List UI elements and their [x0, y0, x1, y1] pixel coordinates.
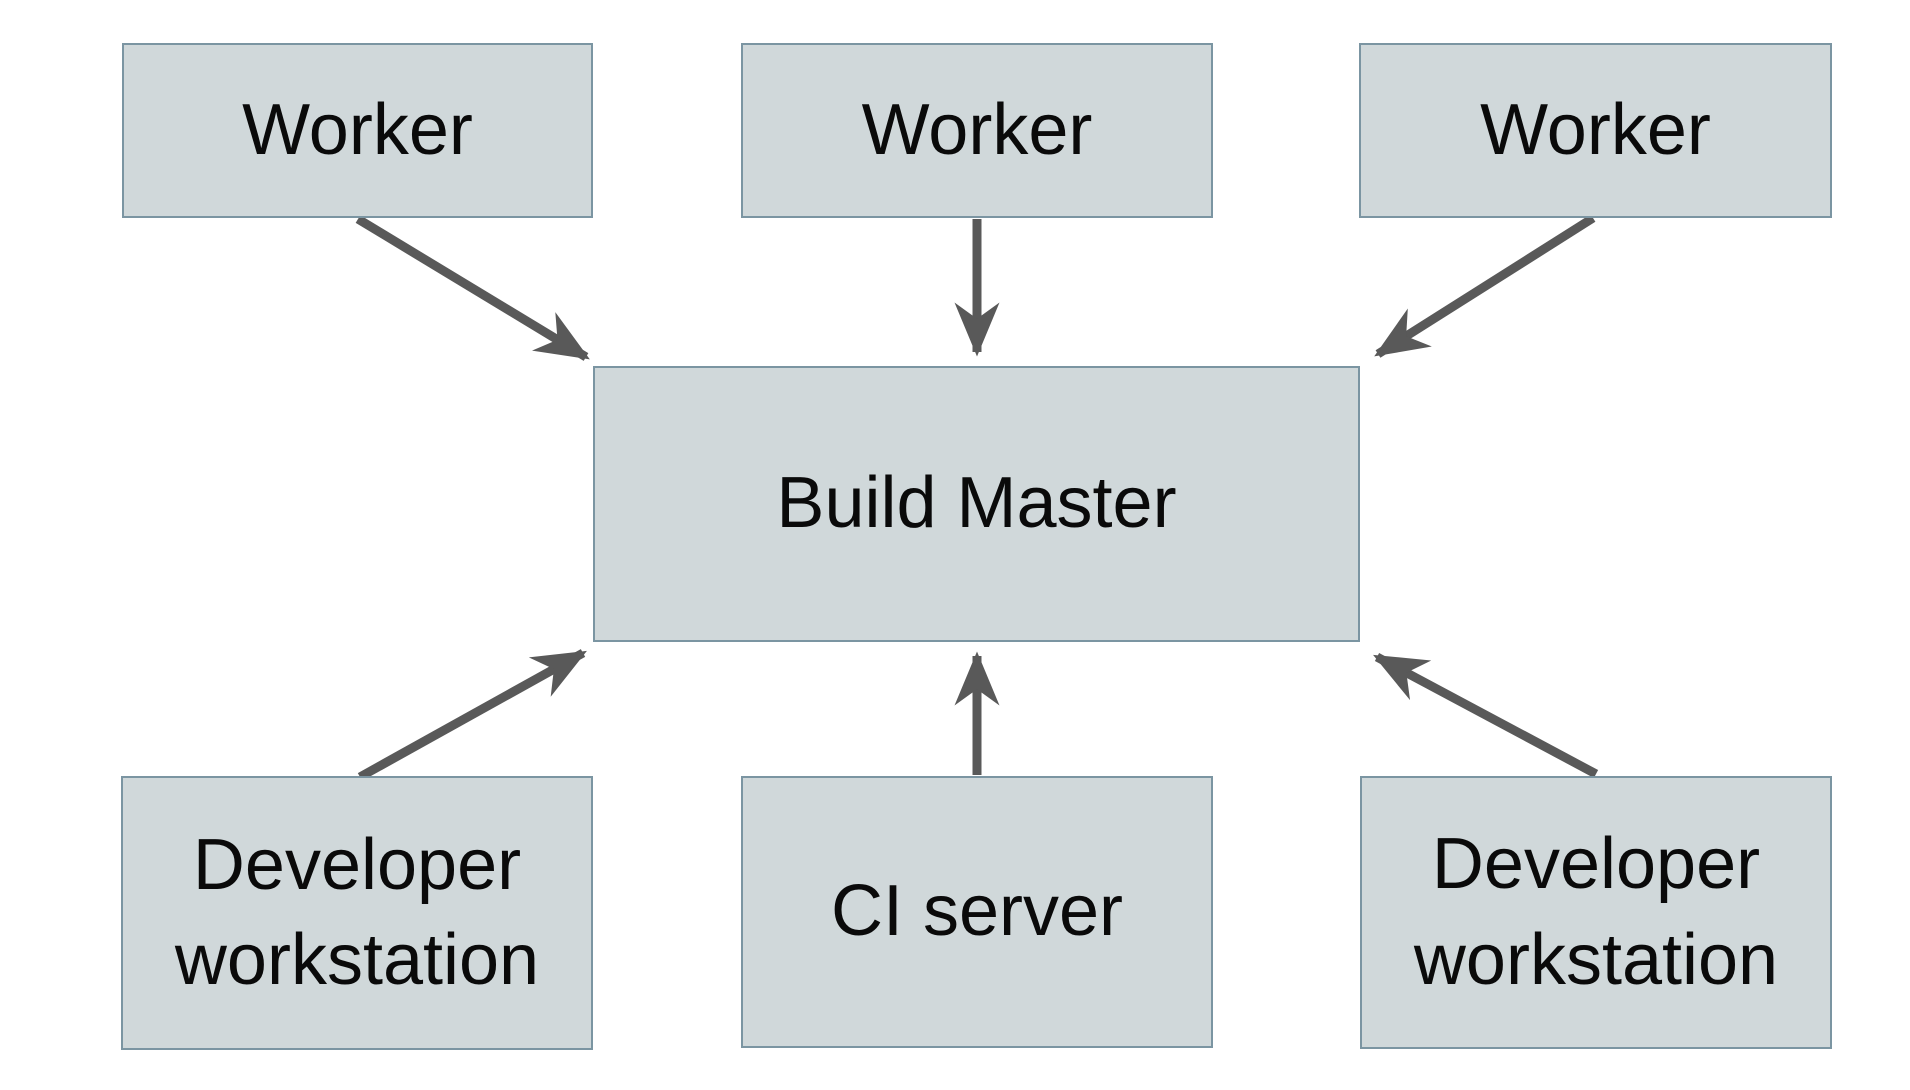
node-worker-3-label: Worker: [1480, 89, 1711, 170]
edge-worker-3-to-build-master: [1374, 214, 1596, 358]
node-developer-workstation-right: Developer workstation: [1360, 776, 1832, 1049]
node-build-master-label: Build Master: [776, 463, 1177, 544]
node-worker-1: Worker: [122, 43, 593, 218]
edge-worker-1-to-build-master: [355, 215, 590, 361]
node-developer-workstation-left: Developer workstation: [121, 776, 593, 1050]
node-worker-3: Worker: [1359, 43, 1832, 218]
node-build-master: Build Master: [593, 366, 1360, 642]
node-worker-2: Worker: [741, 43, 1213, 218]
node-worker-1-label: Worker: [242, 89, 473, 170]
edge-developer-workstation-right-to-build-master: [1373, 653, 1599, 778]
node-ci-server: CI server: [741, 776, 1213, 1048]
node-developer-workstation-right-label: Developer workstation: [1413, 824, 1779, 1000]
node-ci-server-label: CI server: [830, 871, 1124, 952]
node-worker-2-label: Worker: [861, 89, 1093, 170]
edge-developer-workstation-left-to-build-master: [357, 649, 587, 781]
node-developer-workstation-left-label: Developer workstation: [174, 824, 540, 1000]
